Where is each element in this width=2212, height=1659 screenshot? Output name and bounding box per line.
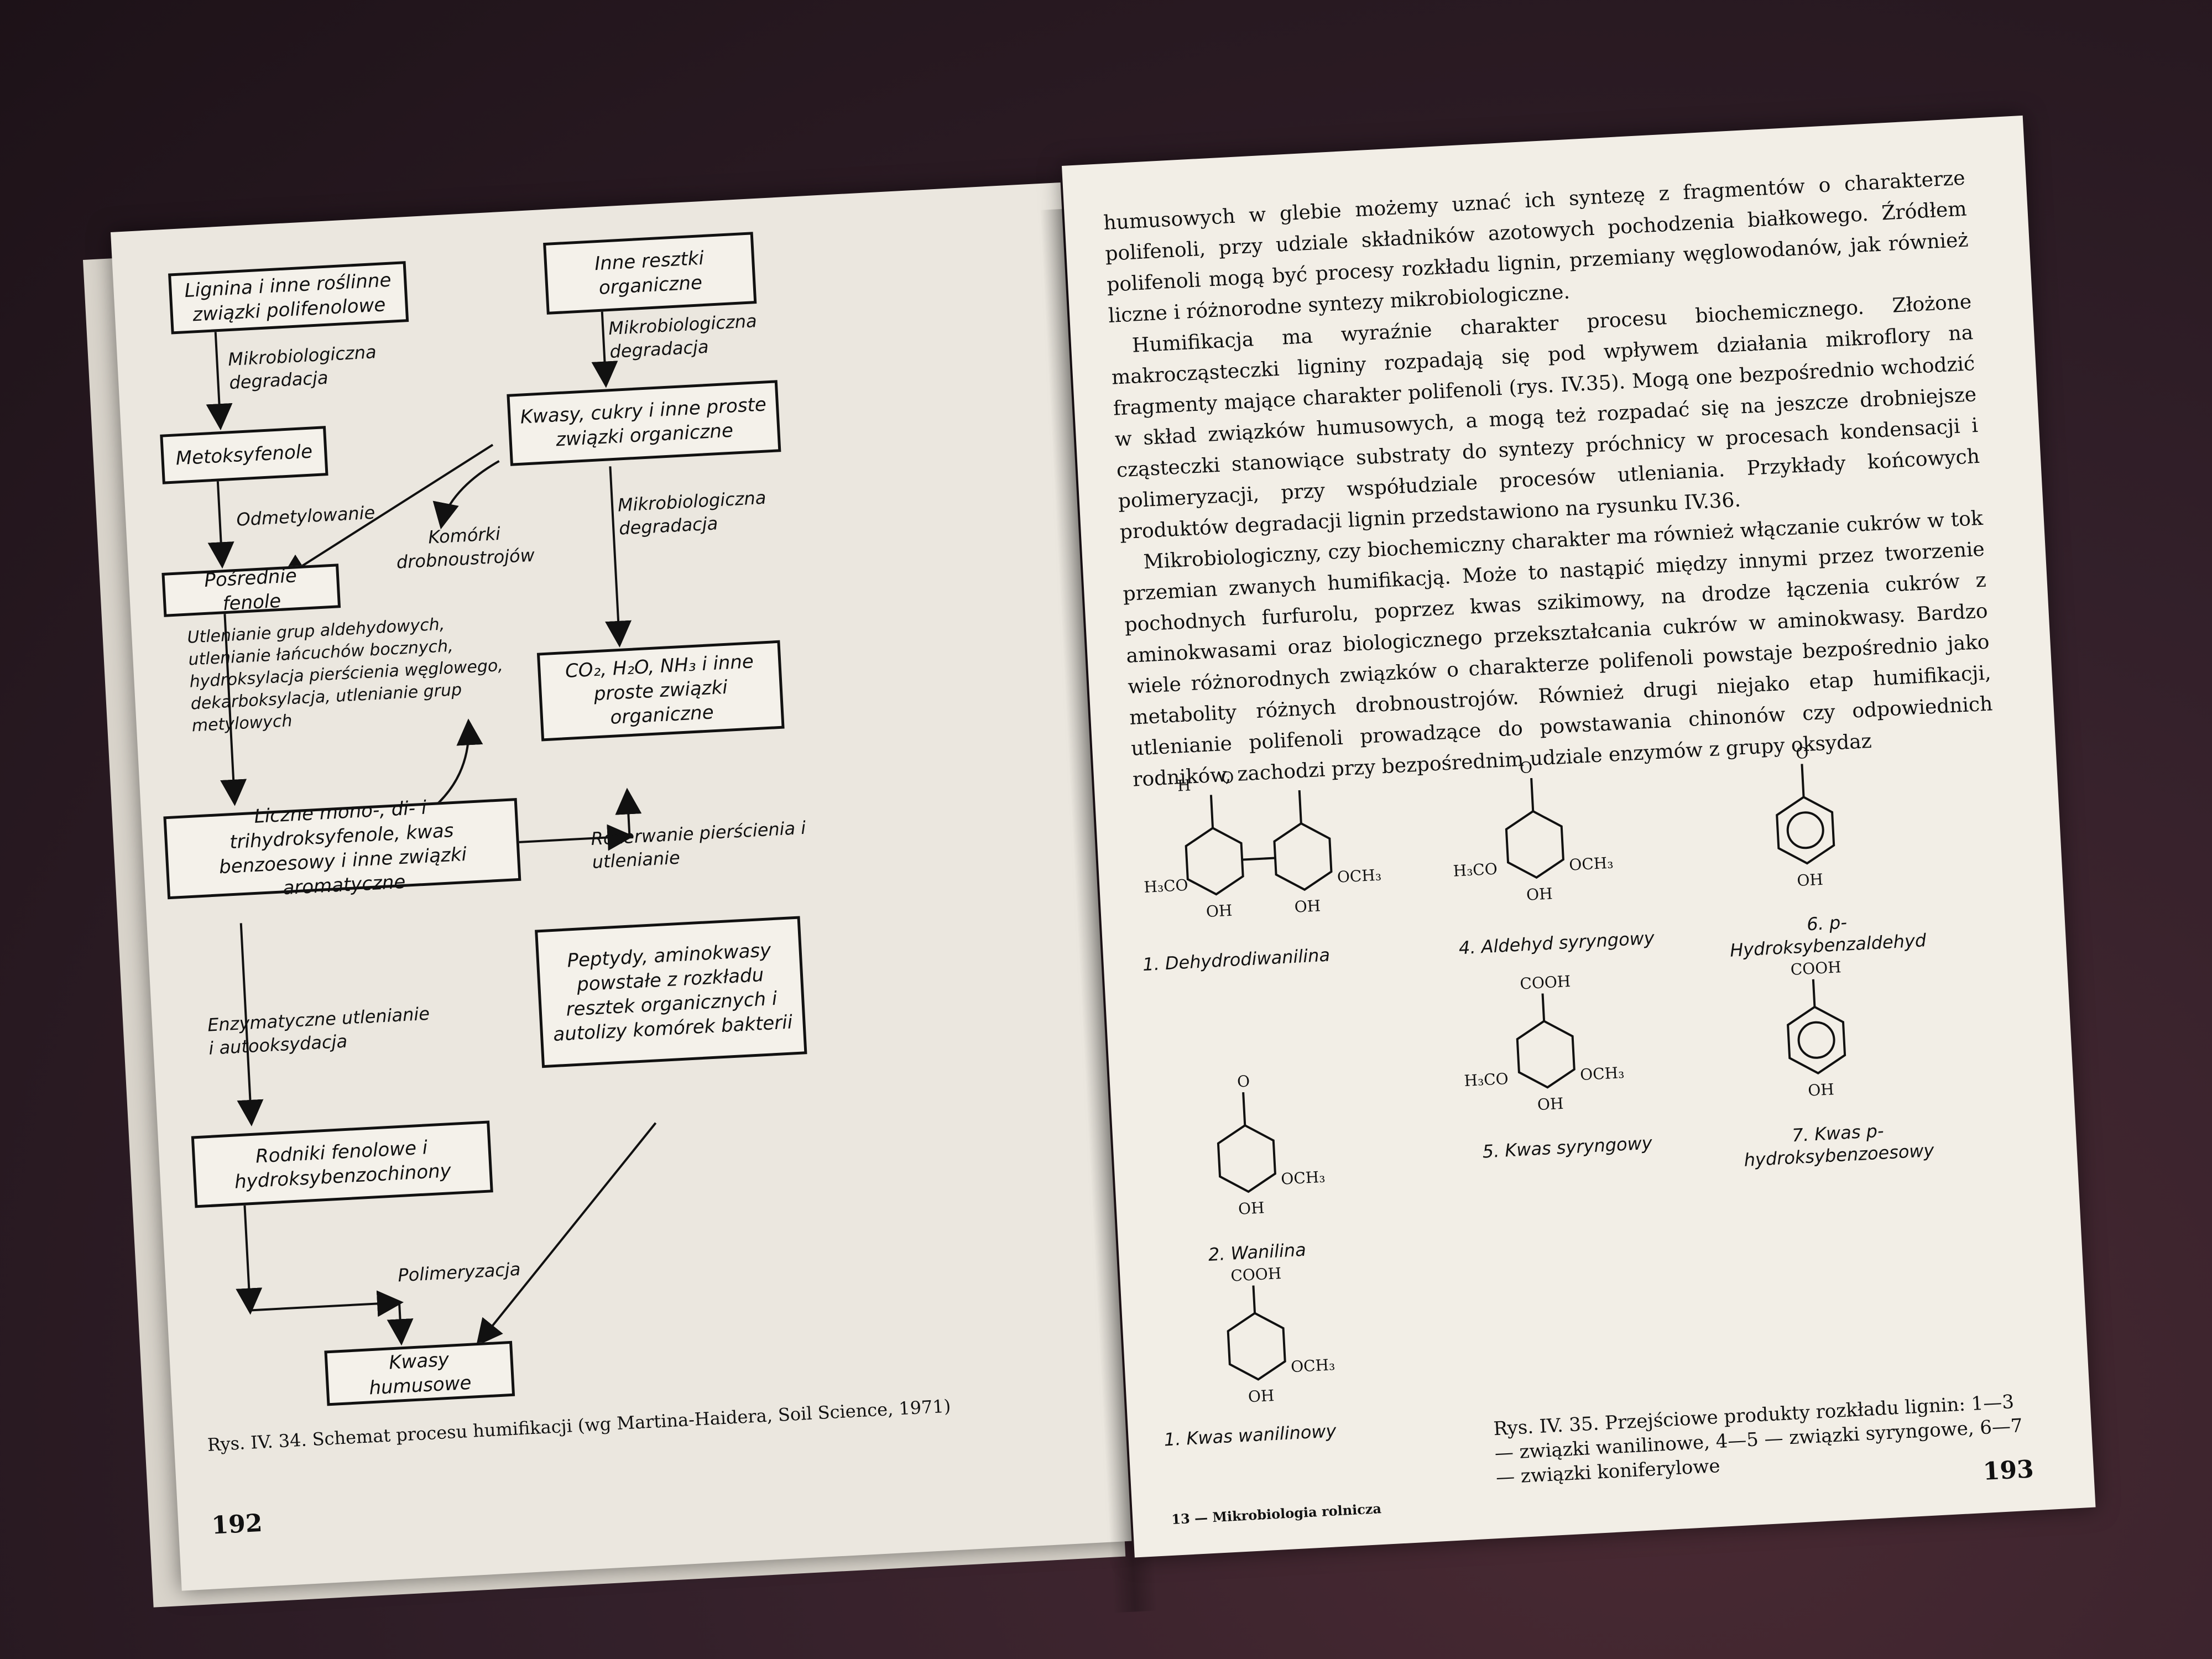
footer-signature: 13 — Mikrobiologia rolnicza [1171, 1500, 1382, 1527]
c6-oh-label: OH [1797, 870, 1824, 890]
node-residues: Inne resztki organiczne [543, 232, 757, 315]
node-polyphenols: Liczne mono-, di- i trihydroksyfenole, k… [163, 797, 521, 899]
right-page: humusowych w glebie możemy uznać ich syn… [1062, 115, 2096, 1558]
node-lignin: Lignina i inne roślinne związki polifeno… [168, 261, 409, 335]
c4-o-label: O [1519, 758, 1533, 777]
c2-och3-label: OCH₃ [1281, 1168, 1326, 1188]
node-methoxy: Metoksyfenole [160, 426, 328, 484]
c1-h3co-label: H₃CO [1144, 876, 1189, 896]
c4-h3co-label: H₃CO [1453, 860, 1498, 880]
c2-oh-label: OH [1238, 1198, 1265, 1218]
c5-h3co-label: H₃CO [1464, 1070, 1509, 1090]
c5-cooh-label: COOH [1520, 972, 1571, 993]
c3-cooh-label: COOH [1230, 1264, 1282, 1285]
page-number-left: 192 [211, 1509, 263, 1540]
paragraph-2: Humifikacja ma wyraźnie charakter proces… [1111, 290, 1980, 544]
c4-oh-label: OH [1526, 884, 1553, 904]
c5-och3-label: OCH₃ [1579, 1063, 1625, 1084]
label-micro-degradation-1: Mikrobiologiczna degradacja [227, 341, 377, 394]
c2-o-label: O [1237, 1072, 1250, 1091]
c5-oh-label: OH [1537, 1094, 1564, 1114]
node-peptides: Peptydy, aminokwasy powstałe z rozkładu … [535, 916, 807, 1068]
c1-h-label: H [1177, 776, 1191, 795]
node-acids-sugars: Kwasy, cukry i inne proste związki organ… [507, 380, 781, 466]
label-microbial-cells: Komórki drobnoustrojów [395, 523, 535, 573]
left-page: Lignina i inne roślinne związki polifeno… [111, 182, 1132, 1591]
node-intermediate-phenols: Pośrednie fenole [161, 564, 341, 617]
c4-och3-label: OCH₃ [1569, 854, 1614, 874]
c7-cooh-label: COOH [1790, 958, 1841, 979]
c3-och3-label: OCH₃ [1290, 1355, 1335, 1376]
chemical-structures: H O H₃CO OH OH OCH₃ O OCH₃ OH COOH OCH₃ … [1144, 744, 1846, 1406]
c1-o-label: O [1220, 768, 1234, 787]
compound-3-name: 1. Kwas wanilinowy [1163, 1420, 1337, 1451]
figure-caption-right: Rys. IV. 35. Przejściowe produkty rozkła… [1493, 1390, 2023, 1489]
c7-oh-label: OH [1808, 1080, 1835, 1099]
c1-oh2-label: OH [1294, 896, 1321, 916]
body-text: humusowych w glebie możemy uznać ich syn… [1103, 163, 1995, 796]
c6-o-label: O [1796, 744, 1809, 763]
c1-och3-label: OCH₃ [1337, 866, 1382, 886]
label-micro-degradation-2: Mikrobiologiczna degradacja [608, 310, 758, 363]
c1-oh-label: OH [1206, 901, 1233, 921]
page-number-right: 193 [1982, 1455, 2034, 1486]
label-micro-degradation-3: Mikrobiologiczna degradacja [617, 487, 767, 539]
node-humic: Kwasy humusowe [324, 1340, 515, 1406]
c3-oh-label: OH [1248, 1386, 1275, 1406]
node-co2: CO₂, H₂O, NH₃ i inne proste związki orga… [536, 640, 785, 742]
label-oxidation-list: Utlenianie grup aldehydowych, utlenianie… [186, 614, 504, 736]
